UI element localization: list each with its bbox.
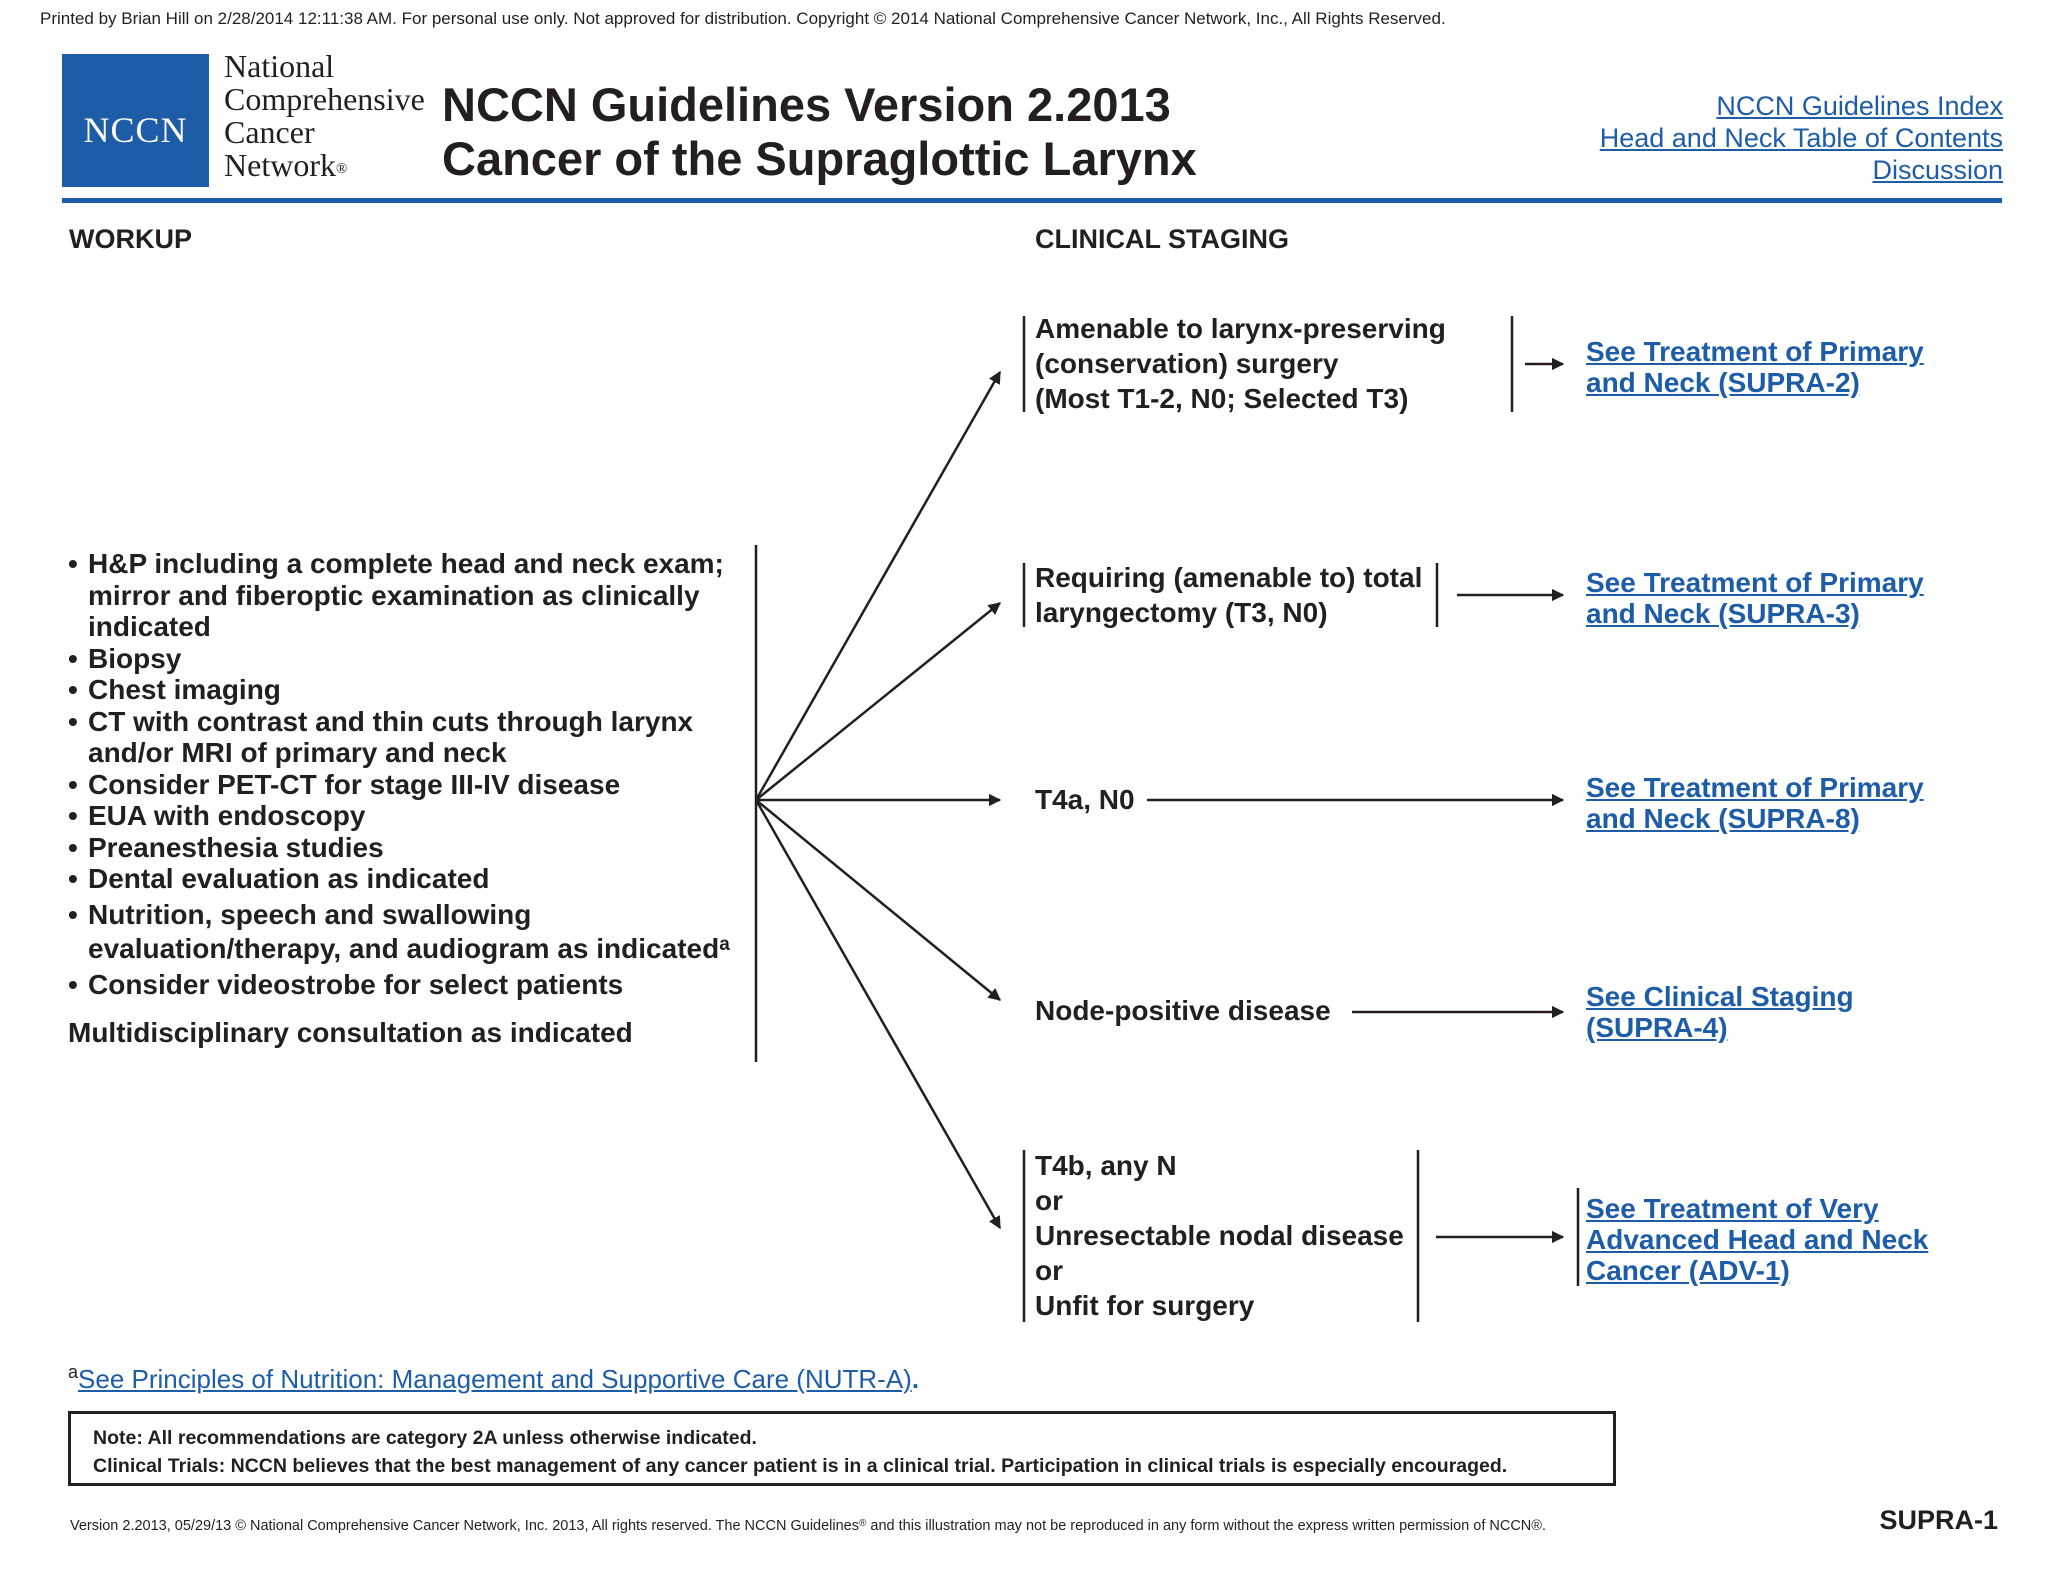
note-text: Note: All recommendations are category 2…: [93, 1424, 1507, 1480]
workup-line: H&P including a complete head and neck e…: [88, 548, 724, 579]
registered-mark: ®: [859, 1518, 867, 1529]
clinical-staging-heading: CLINICAL STAGING: [1035, 224, 1289, 254]
logo-org-line: Comprehensive: [224, 81, 425, 117]
workup-item-dental: Dental evaluation as indicated: [68, 863, 730, 895]
workup-item-hp: H&P including a complete head and neck e…: [68, 548, 730, 643]
workup-line-text: evaluation/therapy, and audiogram as ind…: [88, 932, 720, 964]
logo-org-line: National: [224, 48, 335, 84]
workup-line: Consider videostrobe for select patients: [88, 968, 624, 1000]
stage-line: T4a, N0: [1035, 784, 1135, 815]
logo-org-line: Cancer: [224, 114, 315, 150]
dest-link-line[interactable]: See Clinical Staging: [1586, 981, 1854, 1012]
nccn-logo-org-name: National Comprehensive Cancer Network®: [224, 50, 425, 182]
stage-line: Amenable to larynx-preserving: [1035, 313, 1446, 344]
page-id: SUPRA-1: [1879, 1505, 1998, 1535]
arrow-to-stage-2: [755, 602, 1001, 801]
dest-link-line[interactable]: See Treatment of Primary: [1586, 567, 1924, 598]
title-line-1: NCCN Guidelines Version 2.2013: [442, 78, 1171, 131]
workup-line: Chest imaging: [88, 674, 281, 705]
workup-item-chest-imaging: Chest imaging: [68, 674, 730, 706]
stage-line: Node-positive disease: [1035, 995, 1331, 1026]
note-line-1: Note: All recommendations are category 2…: [93, 1427, 757, 1449]
print-notice: Printed by Brian Hill on 2/28/2014 12:11…: [40, 9, 1446, 28]
note-line-2: Clinical Trials: NCCN believes that the …: [93, 1455, 1508, 1477]
dest-link-line[interactable]: See Treatment of Very: [1586, 1193, 1879, 1224]
dest-adv-1: See Treatment of Very Advanced Head and …: [1586, 1193, 1928, 1286]
dest-link-line[interactable]: and Neck (SUPRA-2): [1586, 367, 1860, 398]
dest-supra-8: See Treatment of Primary and Neck (SUPRA…: [1586, 772, 1924, 834]
link-discussion[interactable]: Discussion: [1872, 155, 2003, 185]
workup-item-preanesthesia: Preanesthesia studies: [68, 832, 730, 864]
stage-line: or: [1035, 1255, 1063, 1286]
logo-org-line-text: Network: [224, 147, 336, 183]
arrow-to-stage-4: [755, 799, 1001, 1001]
workup-line: indicated: [88, 611, 211, 642]
dest-link-line[interactable]: See Treatment of Primary: [1586, 336, 1924, 367]
nccn-logo-box: [62, 54, 209, 187]
stage-t4b-unresectable: T4b, any N or Unresectable nodal disease…: [1035, 1148, 1404, 1323]
dest-link-line[interactable]: Cancer (ADV-1): [1586, 1255, 1790, 1286]
workup-item-nutrition: Nutrition, speech and swallowing evaluat…: [68, 898, 730, 966]
dest-supra-3: See Treatment of Primary and Neck (SUPRA…: [1586, 567, 1924, 629]
dest-supra-4: See Clinical Staging (SUPRA-4): [1586, 981, 1854, 1043]
dest-supra-2: See Treatment of Primary and Neck (SUPRA…: [1586, 336, 1924, 398]
stage-line: (Most T1-2, N0; Selected T3): [1035, 383, 1409, 414]
header-rule: [62, 198, 2002, 203]
stage-line: or: [1035, 1185, 1063, 1216]
arrow-to-stage-5: [754, 799, 1002, 1230]
link-head-neck-toc[interactable]: Head and Neck Table of Contents: [1599, 123, 2003, 153]
workup-line: Preanesthesia studies: [88, 831, 384, 863]
stage-line: (conservation) surgery: [1035, 348, 1339, 379]
footnote-marker: a: [68, 1362, 79, 1382]
version-text: Version 2.2013, 05/29/13 © National Comp…: [70, 1518, 859, 1534]
nccn-logo-text: NCCN: [83, 110, 188, 150]
footnote-period: .: [911, 1364, 920, 1394]
workup-item-ct: CT with contrast and thin cuts through l…: [68, 706, 730, 769]
footnote: aSee Principles of Nutrition: Management…: [68, 1362, 920, 1395]
workup-item-eua: EUA with endoscopy: [68, 800, 730, 832]
stage-line: T4b, any N: [1035, 1150, 1177, 1181]
version-text: and this illustration may not be reprodu…: [866, 1518, 1546, 1534]
dest-link-line[interactable]: and Neck (SUPRA-8): [1586, 803, 1860, 834]
stage-line: Unresectable nodal disease: [1035, 1220, 1404, 1251]
version-footer: Version 2.2013, 05/29/13 © National Comp…: [70, 1518, 1546, 1534]
arrow-to-stage-1: [754, 370, 1002, 801]
workup-item-pet-ct: Consider PET-CT for stage III-IV disease: [68, 769, 730, 801]
dest-link-line[interactable]: (SUPRA-4): [1586, 1012, 1728, 1043]
stage-total-laryngectomy: Requiring (amenable to) total laryngecto…: [1035, 560, 1422, 630]
workup-line: CT with contrast and thin cuts through l…: [88, 705, 694, 737]
registered-mark: ®: [335, 161, 348, 177]
workup-line: and/or MRI of primary and neck: [88, 737, 507, 768]
stage-line: Unfit for surgery: [1035, 1290, 1255, 1321]
stage-line: Requiring (amenable to) total: [1035, 562, 1423, 593]
footnote-marker: a: [719, 933, 730, 955]
note-box: [68, 1411, 1616, 1486]
logo-org-line: Network®: [224, 149, 425, 182]
title-line-2: Cancer of the Supraglottic Larynx: [442, 132, 1197, 185]
header-links: NCCN Guidelines Index Head and Neck Tabl…: [1600, 90, 2003, 186]
stage-t4a-n0: T4a, N0: [1035, 782, 1135, 817]
page-title: NCCN Guidelines Version 2.2013 Cancer of…: [442, 78, 1197, 186]
workup-item-videostrobe: Consider videostrobe for select patients: [68, 969, 730, 1001]
workup-line: EUA with endoscopy: [88, 800, 366, 831]
dest-link-line[interactable]: and Neck (SUPRA-3): [1586, 598, 1860, 629]
stage-node-positive: Node-positive disease: [1035, 993, 1331, 1028]
workup-heading: WORKUP: [69, 224, 192, 254]
workup-line: Consider PET-CT for stage III-IV disease: [88, 768, 621, 800]
link-nutrition-principles[interactable]: See Principles of Nutrition: Management …: [78, 1364, 912, 1394]
workup-line: evaluation/therapy, and audiogram as ind…: [88, 932, 730, 966]
multidisciplinary-note: Multidisciplinary consultation as indica…: [68, 1017, 633, 1048]
workup-line: Nutrition, speech and swallowing: [88, 898, 532, 930]
workup-item-biopsy: Biopsy: [68, 643, 730, 675]
workup-line: mirror and fiberoptic examination as cli…: [88, 579, 700, 611]
workup-line: Dental evaluation as indicated: [88, 863, 490, 894]
workup-list: H&P including a complete head and neck e…: [68, 548, 730, 1049]
dest-link-line[interactable]: See Treatment of Primary: [1586, 772, 1924, 803]
workup-line: Biopsy: [88, 642, 182, 674]
dest-link-line[interactable]: Advanced Head and Neck: [1586, 1224, 1929, 1255]
stage-conservation-surgery: Amenable to larynx-preserving (conservat…: [1035, 311, 1446, 416]
stage-line: laryngectomy (T3, N0): [1035, 597, 1328, 628]
link-guidelines-index[interactable]: NCCN Guidelines Index: [1716, 91, 2003, 121]
